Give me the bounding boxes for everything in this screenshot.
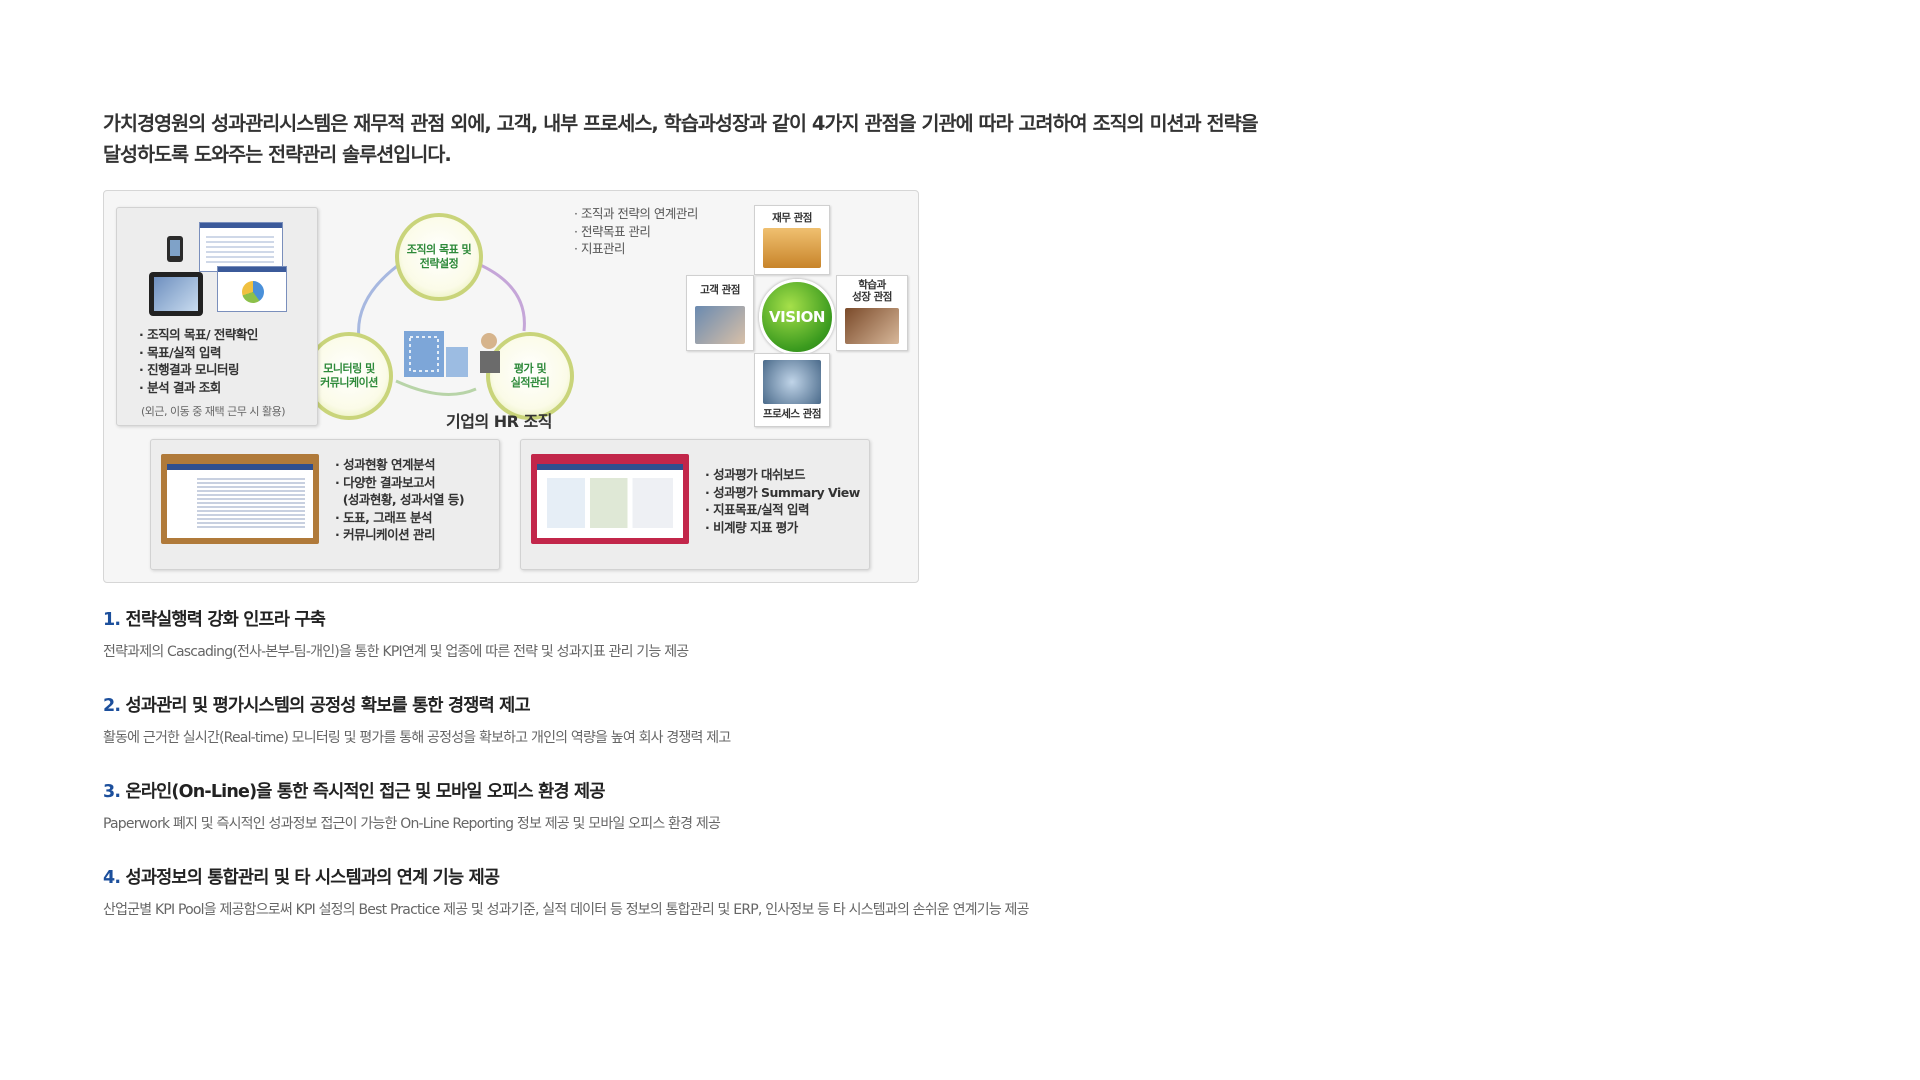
learning-perspective-tile: 학습과 성장 관점	[836, 275, 908, 351]
customer-photo-icon	[695, 306, 745, 344]
handshake-icon	[845, 308, 899, 344]
hr-org-title: 기업의 HR 조직	[446, 412, 552, 431]
mobile-bullet-list: · 조직의 목표/ 전략확인 · 목표/실적 입력 · 진행결과 모니터링 · …	[139, 326, 258, 396]
feature-title-text: 성과관리 및 평가시스템의 공정성 확보를 통한 경쟁력 제고	[125, 696, 531, 716]
feature-number: 2.	[103, 696, 121, 716]
report-bullet: · 성과현황 연계분석	[335, 457, 435, 472]
dashboard-screen-thumbnail	[531, 454, 689, 544]
eval-bullet-list: · 성과평가 대쉬보드 · 성과평가 Summary View · 지표목표/실…	[705, 466, 860, 536]
feature-title: 3. 온라인(On-Line)을 통한 즉시적인 접근 및 모바일 오피스 환경…	[103, 778, 720, 803]
customer-perspective-tile: 고객 관점	[686, 275, 754, 351]
intro-line-1: 가치경영원의 성과관리시스템은 재무적 관점 외에, 고객, 내부 프로세스, …	[103, 112, 1259, 135]
cycle-label-monitor: 모니터링 및 커뮤니케이션	[320, 362, 378, 389]
finance-label: 재무 관점	[772, 212, 812, 224]
feature-title-text: 전략실행력 강화 인프라 구축	[125, 610, 326, 630]
eval-bullet: · 성과평가 Summary View	[705, 484, 860, 500]
chart-thumbnail	[217, 266, 287, 312]
mobile-note: (외근, 이동 중 재택 근무 시 활용)	[141, 405, 286, 418]
eval-bullet: · 지표목표/실적 입력	[705, 502, 810, 517]
process-perspective-tile: 프로세스 관점	[754, 353, 830, 427]
intro-line-2: 달성하도록 도와주는 전략관리 솔루션입니다.	[103, 143, 452, 166]
evaluation-card: · 성과평가 대쉬보드 · 성과평가 Summary View · 지표목표/실…	[520, 439, 870, 570]
feature-number: 4.	[103, 868, 121, 888]
intro-text: 가치경영원의 성과관리시스템은 재무적 관점 외에, 고객, 내부 프로세스, …	[103, 108, 1403, 170]
mobile-bullet: · 목표/실적 입력	[139, 344, 222, 360]
strategy-item: · 지표관리	[574, 241, 625, 256]
strategy-item: · 전략목표 관리	[574, 223, 651, 239]
phone-icon	[167, 236, 183, 262]
feature-description: 활동에 근거한 실시간(Real-time) 모니터링 및 평가를 통해 공정성…	[103, 730, 731, 746]
eval-bullet: · 비계량 지표 평가	[705, 519, 798, 535]
report-bullet: · 커뮤니케이션 관리	[335, 527, 435, 542]
feature-description: Paperwork 폐지 및 즉시적인 성과정보 접근이 가능한 On-Line…	[103, 816, 721, 832]
cycle-arc-right	[475, 261, 526, 332]
feature-number: 1.	[103, 610, 121, 630]
screen-thumbnail	[199, 222, 283, 272]
gear-icon	[763, 360, 821, 404]
cycle-arc-bottom	[395, 379, 477, 396]
cycle-label-goal: 조직의 목표 및 전략설정	[406, 243, 472, 270]
mobile-office-card: · 조직의 목표/ 전략확인 · 목표/실적 입력 · 진행결과 모니터링 · …	[116, 207, 318, 426]
feature-description: 산업군별 KPI Pool을 제공함으로써 KPI 설정의 Best Pract…	[103, 902, 1030, 918]
report-bullet: (성과현황, 성과서열 등)	[335, 492, 465, 507]
mobile-bullet: · 진행결과 모니터링	[139, 362, 239, 377]
strategy-side-list: · 조직과 전략의 연계관리 · 전략목표 관리 · 지표관리	[574, 205, 698, 258]
system-diagram: · 조직의 목표/ 전략확인 · 목표/실적 입력 · 진행결과 모니터링 · …	[103, 190, 919, 583]
strategy-item: · 조직과 전략의 연계관리	[574, 206, 698, 221]
coins-icon	[763, 228, 821, 268]
circle-goal	[395, 213, 483, 301]
intro-block: 가치경영원의 성과관리시스템은 재무적 관점 외에, 고객, 내부 프로세스, …	[103, 108, 1403, 170]
feature-section-2: 2. 성과관리 및 평가시스템의 공정성 확보를 통한 경쟁력 제고 활동에 근…	[103, 692, 731, 747]
feature-title: 2. 성과관리 및 평가시스템의 공정성 확보를 통한 경쟁력 제고	[103, 692, 730, 717]
process-label: 프로세스 관점	[762, 408, 822, 420]
report-card: · 성과현황 연계분석 · 다양한 결과보고서 (성과현황, 성과서열 등) ·…	[150, 439, 500, 570]
feature-title-text: 온라인(On-Line)을 통한 즉시적인 접근 및 모바일 오피스 환경 제공	[125, 782, 606, 802]
cycle-label-eval: 평가 및 실적관리	[510, 362, 550, 389]
feature-title: 1. 전략실행력 강화 인프라 구축	[103, 606, 688, 631]
finance-perspective-tile: 재무 관점	[754, 205, 830, 275]
vision-badge: VISION	[759, 279, 835, 355]
feature-title-text: 성과정보의 통합관리 및 타 시스템과의 연계 기능 제공	[125, 868, 500, 888]
learning-label: 학습과 성장 관점	[852, 279, 892, 303]
mobile-bullet: · 분석 결과 조회	[139, 379, 221, 395]
report-bullet: · 도표, 그래프 분석	[335, 509, 433, 525]
feature-description: 전략과제의 Cascading(전사-본부-팀-개인)을 통한 KPI연계 및 …	[103, 644, 689, 660]
tablet-icon	[149, 272, 203, 316]
feature-section-1: 1. 전략실행력 강화 인프라 구축 전략과제의 Cascading(전사-본부…	[103, 606, 689, 661]
feature-number: 3.	[103, 782, 121, 802]
feature-title: 4. 성과정보의 통합관리 및 타 시스템과의 연계 기능 제공	[103, 864, 1029, 889]
customer-label: 고객 관점	[700, 284, 740, 296]
report-bullet: · 다양한 결과보고서	[335, 474, 435, 490]
feature-section-3: 3. 온라인(On-Line)을 통한 즉시적인 접근 및 모바일 오피스 환경…	[103, 778, 721, 833]
report-screen-thumbnail	[161, 454, 319, 544]
feature-section-4: 4. 성과정보의 통합관리 및 타 시스템과의 연계 기능 제공 산업군별 KP…	[103, 864, 1030, 919]
circle-eval	[486, 332, 574, 420]
eval-bullet: · 성과평가 대쉬보드	[705, 467, 805, 482]
cycle-graphic	[305, 213, 574, 420]
cycle-arc-left	[357, 259, 405, 340]
report-bullet-list: · 성과현황 연계분석 · 다양한 결과보고서 (성과현황, 성과서열 등) ·…	[335, 456, 465, 544]
people-icon	[481, 333, 497, 349]
mobile-bullet: · 조직의 목표/ 전략확인	[139, 327, 258, 342]
